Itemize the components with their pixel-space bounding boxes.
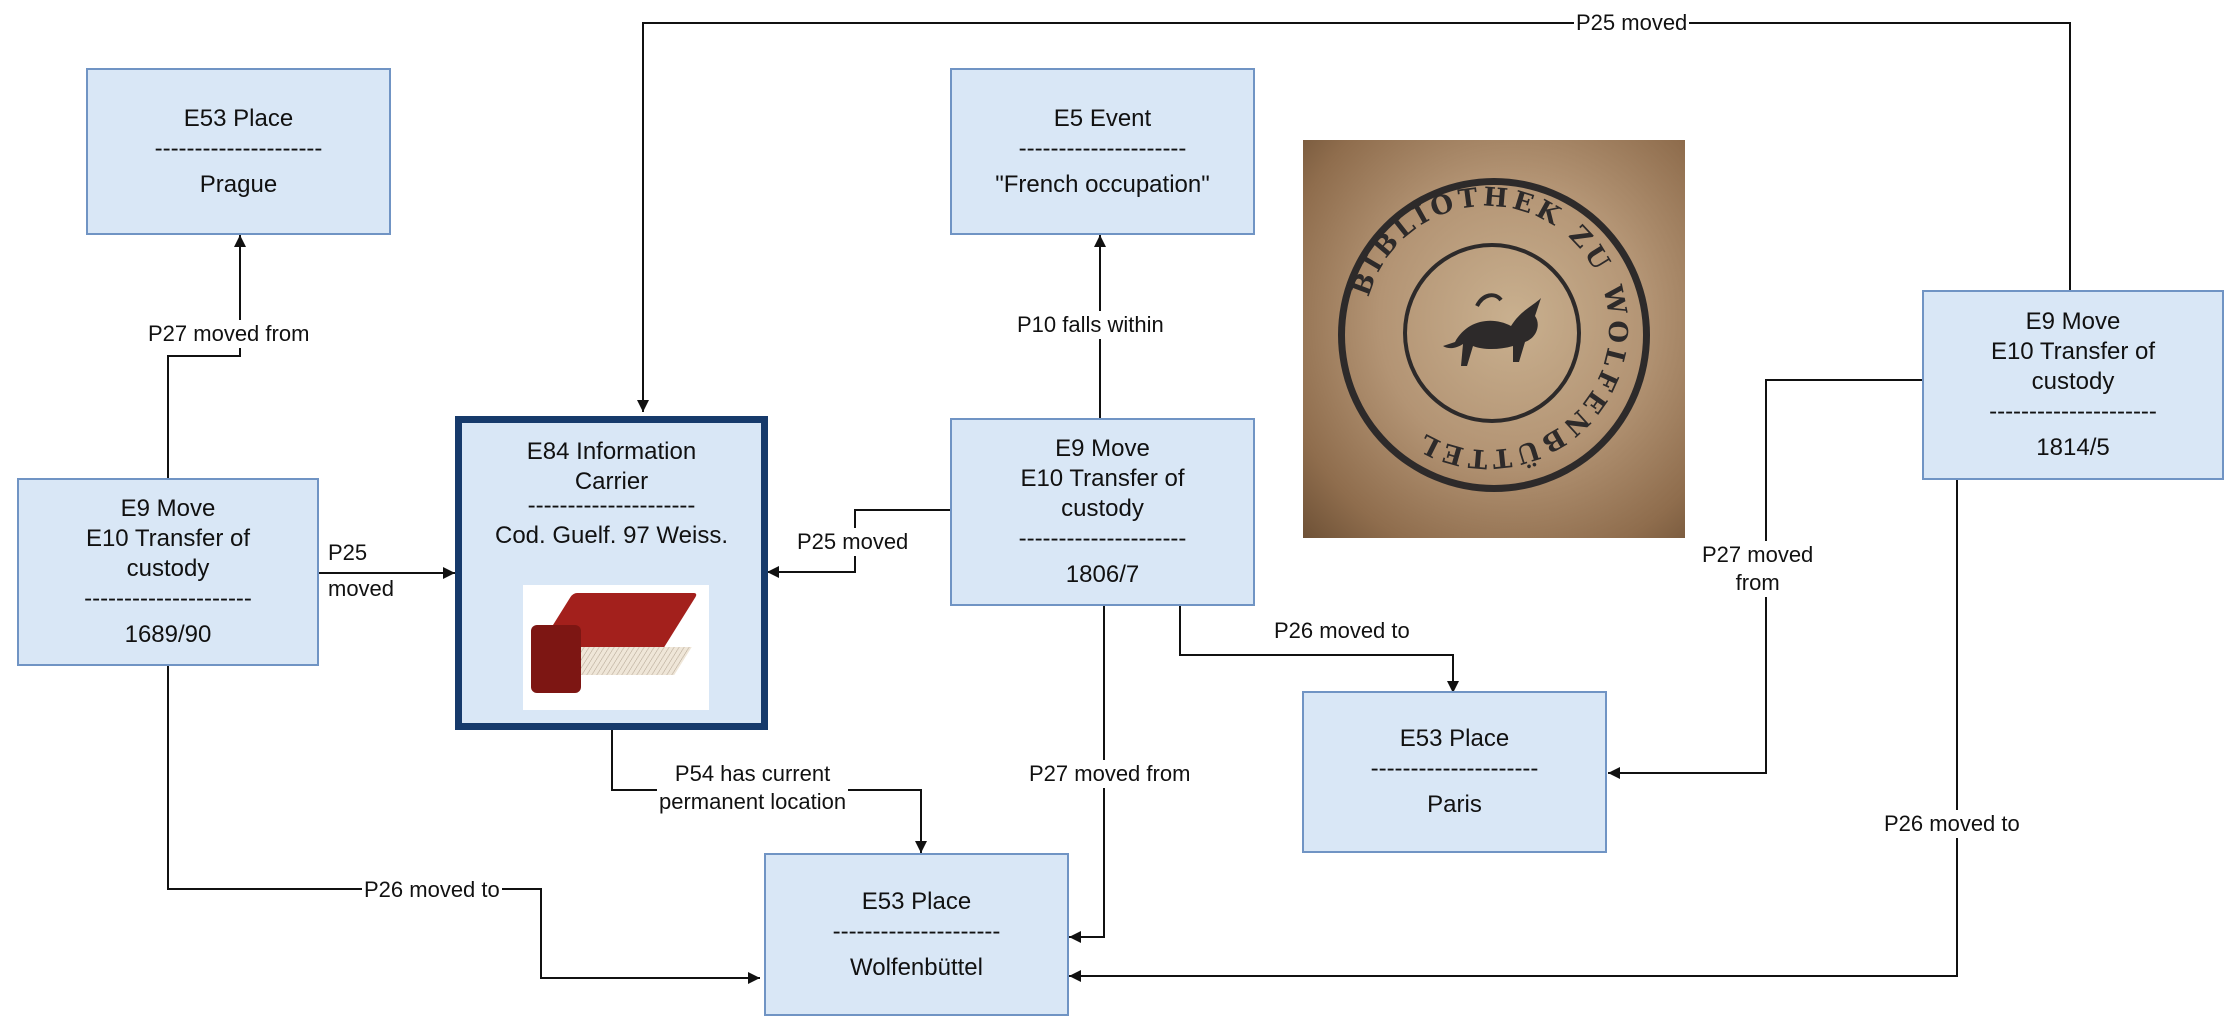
edge-label-p25-left-line2: moved (328, 576, 395, 601)
edge-label-p25-top: P25 moved (1574, 9, 1690, 37)
library-stamp-image: BIBLIOTHEK ZU WOLFENBÜTTEL (1303, 140, 1685, 538)
node-line1: E9 Move (120, 495, 216, 522)
node-title: E53 Place (861, 887, 972, 915)
node-separator: --------------------- (1018, 134, 1187, 162)
node-line1: E9 Move (1055, 435, 1150, 462)
node-value: 1689/90 (124, 621, 212, 648)
node-line1: E9 Move (2025, 308, 2121, 335)
node-separator: --------------------- (1989, 398, 2157, 425)
node-title: E53 Place (1399, 725, 1510, 752)
edge-label-p54-line1: P54 has current (674, 761, 831, 786)
node-separator: --------------------- (84, 585, 252, 612)
node-separator: --------------------- (1370, 755, 1539, 782)
node-place-wolfenbuettel[interactable]: E53 Place --------------------- Wolfenbü… (764, 853, 1069, 1016)
book-spine (531, 625, 581, 693)
edge-p26-paris (1179, 605, 1459, 693)
edge-label-p10: P10 falls within (1015, 311, 1166, 339)
svg-text:BIBLIOTHEK ZU WOLFENBÜTTEL: BIBLIOTHEK ZU WOLFENBÜTTEL (1347, 182, 1633, 473)
edge-label-p27-wolf: P27 moved from (1027, 760, 1193, 788)
node-value: Cod. Guelf. 97 Weiss. (495, 522, 728, 549)
edge-label-p25-left: P25 moved (326, 539, 396, 603)
book-image (523, 585, 709, 710)
edge-label-p25-1806: P25 moved (795, 528, 911, 556)
node-value: Prague (199, 170, 278, 198)
node-value: 1814/5 (2036, 434, 2110, 461)
node-separator: --------------------- (154, 134, 323, 162)
edge-label-p54-line2: permanent location (659, 789, 847, 814)
node-line2: E10 Transfer of (1020, 465, 1185, 492)
edge-label-p27-paris: P27 moved from (1700, 541, 1816, 597)
node-title: E53 Place (183, 104, 294, 132)
node-event-french-occupation[interactable]: E5 Event --------------------- "French o… (950, 68, 1255, 235)
stamp-inner-ring (1403, 243, 1581, 423)
node-move-1806[interactable]: E9 Move E10 Transfer of custody --------… (950, 418, 1255, 606)
node-line2: E10 Transfer of (85, 525, 251, 552)
edge-label-p26-1689: P26 moved to (362, 876, 502, 904)
node-line1: E84 Information (526, 438, 697, 465)
node-value: "French occupation" (995, 170, 1210, 198)
edge-label-p27-prague: P27 moved from (146, 320, 312, 348)
node-place-prague[interactable]: E53 Place --------------------- Prague (86, 68, 391, 235)
node-move-1689[interactable]: E9 Move E10 Transfer of custody --------… (17, 478, 319, 666)
edge-p27-wolf (1069, 605, 1105, 943)
stamp-outer-ring (1338, 178, 1650, 492)
node-line3: custody (1061, 495, 1144, 522)
edge-label-p26-paris: P26 moved to (1272, 617, 1412, 645)
node-line3: custody (2031, 368, 2115, 395)
node-line3: custody (126, 555, 210, 582)
edge-label-p26-1814: P26 moved to (1882, 810, 2022, 838)
edge-p26-1689 (167, 665, 760, 984)
edge-label-p54: P54 has current permanent location (657, 760, 849, 816)
edge-label-p27-paris-line2: from (1735, 570, 1780, 595)
node-title: E5 Event (1053, 104, 1152, 132)
node-place-paris[interactable]: E53 Place --------------------- Paris (1302, 691, 1607, 853)
stamp-text: BIBLIOTHEK ZU WOLFENBÜTTEL (1347, 182, 1633, 473)
edge-label-p27-paris-line1: P27 moved (1702, 542, 1814, 567)
stamp-lettering: BIBLIOTHEK ZU WOLFENBÜTTEL (1347, 182, 1629, 473)
edge-p25-top (637, 22, 2071, 412)
node-value: Paris (1427, 791, 1482, 818)
node-separator: --------------------- (1018, 525, 1187, 552)
node-separator: --------------------- (832, 917, 1001, 945)
node-value: 1806/7 (1065, 561, 1140, 588)
edge-p27-prague (167, 235, 246, 484)
node-separator: --------------------- (527, 492, 696, 519)
edge-p26-1814 (1069, 480, 1958, 982)
node-move-1814[interactable]: E9 Move E10 Transfer of custody --------… (1922, 290, 2224, 480)
node-line2: E10 Transfer of (1990, 338, 2156, 365)
node-value: Wolfenbüttel (850, 953, 983, 981)
edge-label-p25-left-line1: P25 (328, 540, 368, 565)
horse-icon (1443, 293, 1541, 366)
node-line2: Carrier (574, 468, 649, 495)
